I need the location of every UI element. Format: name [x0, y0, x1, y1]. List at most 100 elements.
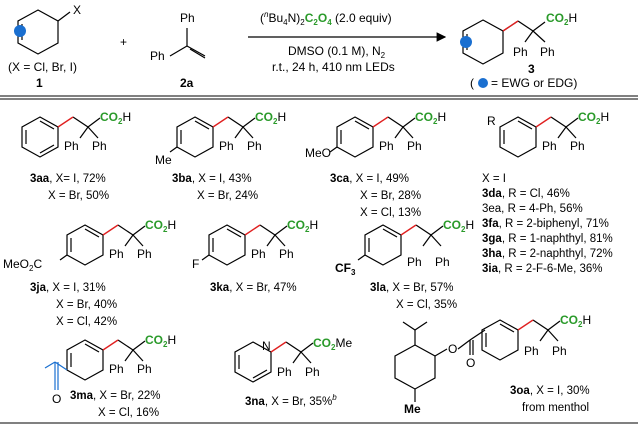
svg-text:from menthol: from menthol: [522, 402, 589, 414]
svg-text:CO2H: CO2H: [255, 110, 286, 126]
svg-text:Ph: Ph: [251, 247, 266, 261]
svg-text:Ph: Ph: [407, 255, 422, 269]
svg-text:R: R: [487, 114, 496, 128]
svg-text:CO2H: CO2H: [287, 218, 318, 234]
svg-text:Me: Me: [155, 153, 172, 167]
compound-r-series: R CO2H Ph Ph X = I 3da, R = Cl, 46% 3ea,…: [482, 110, 613, 275]
compound-3-label: 3: [528, 62, 535, 76]
plus-sign: +: [120, 35, 127, 49]
svg-text:X = Br, 28%: X = Br, 28%: [360, 190, 421, 202]
svg-text:Ph: Ph: [219, 139, 234, 153]
product-note-open: (: [470, 76, 474, 90]
svg-text:CO2H: CO2H: [560, 313, 591, 329]
svg-text:N: N: [262, 339, 271, 353]
svg-text:Ph: Ph: [379, 139, 394, 153]
svg-text:F: F: [192, 257, 199, 271]
svg-text:O: O: [448, 342, 457, 356]
svg-text:3ga, R = 1-naphthyl, 81%: 3ga, R = 1-naphthyl, 81%: [482, 233, 613, 245]
svg-text:3ia, R = 2-F-6-Me, 36%: 3ia, R = 2-F-6-Me, 36%: [482, 263, 603, 275]
condition-solvent: DMSO (0.1 M), N2: [288, 44, 386, 60]
svg-text:Ph: Ph: [524, 344, 539, 358]
svg-text:Ph: Ph: [277, 365, 292, 379]
compound-3ma: O CO2H Ph Ph 3ma, X = Br, 22% X = Cl, 16…: [44, 333, 176, 419]
condition-time: r.t., 24 h, 410 nm LEDs: [272, 60, 395, 74]
svg-text:X = Cl, 42%: X = Cl, 42%: [56, 316, 117, 328]
svg-text:3da, R = Cl, 46%: 3da, R = Cl, 46%: [482, 188, 570, 200]
svg-text:Me: Me: [404, 402, 421, 416]
svg-text:Ph: Ph: [247, 139, 262, 153]
svg-text:3ea, R = 4-Ph, 56%: 3ea, R = 4-Ph, 56%: [482, 203, 583, 215]
compound-3ca: MeO CO2H Ph Ph 3ca, X = I, 49% X = Br, 2…: [305, 110, 446, 219]
new-bond: [502, 20, 519, 32]
svg-text:3ma, X = Br, 22%: 3ma, X = Br, 22%: [70, 390, 160, 402]
svg-text:O: O: [466, 356, 475, 370]
compound-3aa: CO2H Ph Ph 3aa, X= I, 72% X = Br, 50%: [21, 110, 131, 202]
svg-text:CO2H: CO2H: [100, 110, 131, 126]
compound-3la: CF3 CO2H Ph Ph 3la, X = Br, 57% X = Cl, …: [335, 218, 474, 311]
svg-text:3ka, X = Br, 47%: 3ka, X = Br, 47%: [210, 282, 297, 294]
svg-text:Ph: Ph: [92, 139, 107, 153]
product-ph-left: Ph: [513, 45, 528, 59]
compound-3ba: Me CO2H Ph Ph 3ba, X = I, 43% X = Br, 24…: [155, 110, 286, 202]
svg-text:Ph: Ph: [305, 365, 320, 379]
svg-text:X = Br, 24%: X = Br, 24%: [197, 190, 258, 202]
svg-text:CO2H: CO2H: [145, 333, 176, 349]
svg-text:3ba, X = I, 43%: 3ba, X = I, 43%: [172, 173, 252, 185]
svg-text:X = Br, 50%: X = Br, 50%: [48, 190, 109, 202]
svg-text:3aa, X= I, 72%: 3aa, X= I, 72%: [30, 173, 106, 185]
svg-text:Ph: Ph: [109, 362, 124, 376]
product-co2h: CO2H: [546, 11, 577, 27]
svg-text:CO2H: CO2H: [578, 110, 609, 126]
svg-text:Ph: Ph: [279, 247, 294, 261]
compound-1-label: 1: [36, 76, 43, 90]
svg-text:Ph: Ph: [137, 247, 152, 261]
svg-text:CO2H: CO2H: [145, 218, 176, 234]
compound-3oa: O O Me CO2H Ph Ph 3oa, X = I, 30% from m…: [394, 313, 591, 416]
product-note: = EWG or EDG): [491, 76, 577, 90]
svg-text:Ph: Ph: [407, 139, 422, 153]
general-scheme: X (X = Cl, Br, I) 1 + Ph Ph 2a (nBu4N)2C…: [8, 3, 577, 90]
svg-text:Ph: Ph: [109, 247, 124, 261]
substituent-dot: [14, 25, 26, 37]
legend-dot: [478, 78, 488, 88]
halide-definition: (X = Cl, Br, I): [8, 60, 77, 74]
condition-reagent: (nBu4N)2C2O4 (2.0 equiv): [260, 10, 392, 27]
svg-text:3na, X = Br, 35%b: 3na, X = Br, 35%b: [245, 393, 337, 408]
svg-text:Ph: Ph: [137, 362, 152, 376]
product-substituent-dot: [460, 36, 472, 48]
svg-text:3ca, X = I, 49%: 3ca, X = I, 49%: [330, 173, 409, 185]
product-structure: [462, 19, 546, 65]
svg-text:3oa, X = I, 30%: 3oa, X = I, 30%: [510, 385, 590, 397]
svg-text:Ph: Ph: [552, 344, 567, 358]
svg-text:X = Cl, 35%: X = Cl, 35%: [396, 299, 457, 311]
svg-text:Ph: Ph: [435, 255, 450, 269]
halide-x-label: X: [73, 3, 81, 17]
svg-text:MeO: MeO: [305, 146, 331, 160]
svg-text:CO2H: CO2H: [415, 110, 446, 126]
svg-text:3ja, X = I, 31%: 3ja, X = I, 31%: [30, 282, 106, 294]
svg-text:CO2H: CO2H: [443, 218, 474, 234]
compound-3ja: MeO2C CO2H Ph Ph 3ja, X = I, 31% X = Br,…: [3, 218, 176, 328]
svg-text:Ph: Ph: [64, 139, 79, 153]
svg-text:3ha, R = 2-naphthyl, 72%: 3ha, R = 2-naphthyl, 72%: [482, 248, 613, 260]
svg-text:X = Cl, 16%: X = Cl, 16%: [98, 407, 159, 419]
product-ph-right: Ph: [540, 45, 555, 59]
svg-text:3fa, R = 2-biphenyl, 71%: 3fa, R = 2-biphenyl, 71%: [482, 218, 609, 230]
svg-text:CO2Me: CO2Me: [313, 336, 352, 352]
alkene-ph-top: Ph: [180, 11, 195, 25]
svg-text:O: O: [52, 392, 61, 406]
alkene-ph-left: Ph: [150, 49, 165, 63]
compound-3na: N CO2Me Ph Ph 3na, X = Br, 35%b: [234, 336, 352, 408]
svg-text:MeO2C: MeO2C: [3, 257, 42, 273]
svg-text:Ph: Ph: [542, 139, 557, 153]
svg-text:X = Br, 40%: X = Br, 40%: [56, 299, 117, 311]
alkene-structure: [169, 28, 206, 59]
svg-text:X = I: X = I: [482, 173, 506, 185]
svg-text:3la, X = Br, 57%: 3la, X = Br, 57%: [370, 282, 453, 294]
svg-text:CF3: CF3: [335, 261, 356, 277]
svg-text:Ph: Ph: [570, 139, 585, 153]
compound-3ka: F CO2H Ph Ph 3ka, X = Br, 47%: [192, 218, 318, 294]
compound-2a-label: 2a: [180, 76, 194, 90]
